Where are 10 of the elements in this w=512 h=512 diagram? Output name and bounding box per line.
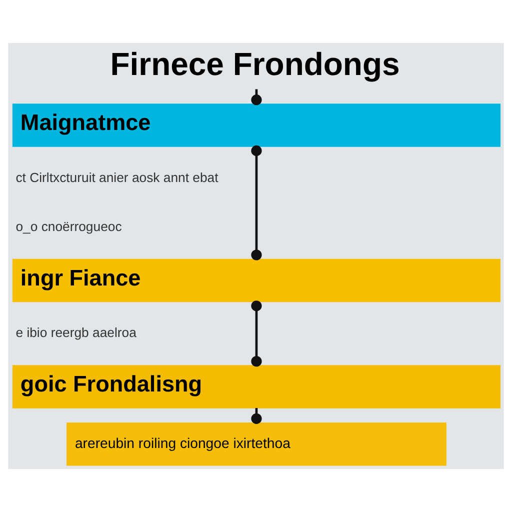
node-text: Firnece Frondongs: [110, 46, 400, 82]
connector: [251, 300, 262, 367]
label: o_o cnoërrogueoc: [16, 218, 122, 234]
connector: [251, 145, 262, 260]
node-box: ingr Fiance: [12, 258, 500, 302]
node-box: goic Frondalisng: [12, 365, 500, 408]
label: e ibio reergb aaelroa: [16, 325, 136, 340]
node-box: Maignatmce: [12, 104, 500, 147]
label: ct Cirltxcturuit anier aosk annt ebat: [16, 170, 218, 185]
node-box: arereubin roiling ciongoe ixirtethoa: [66, 422, 446, 466]
